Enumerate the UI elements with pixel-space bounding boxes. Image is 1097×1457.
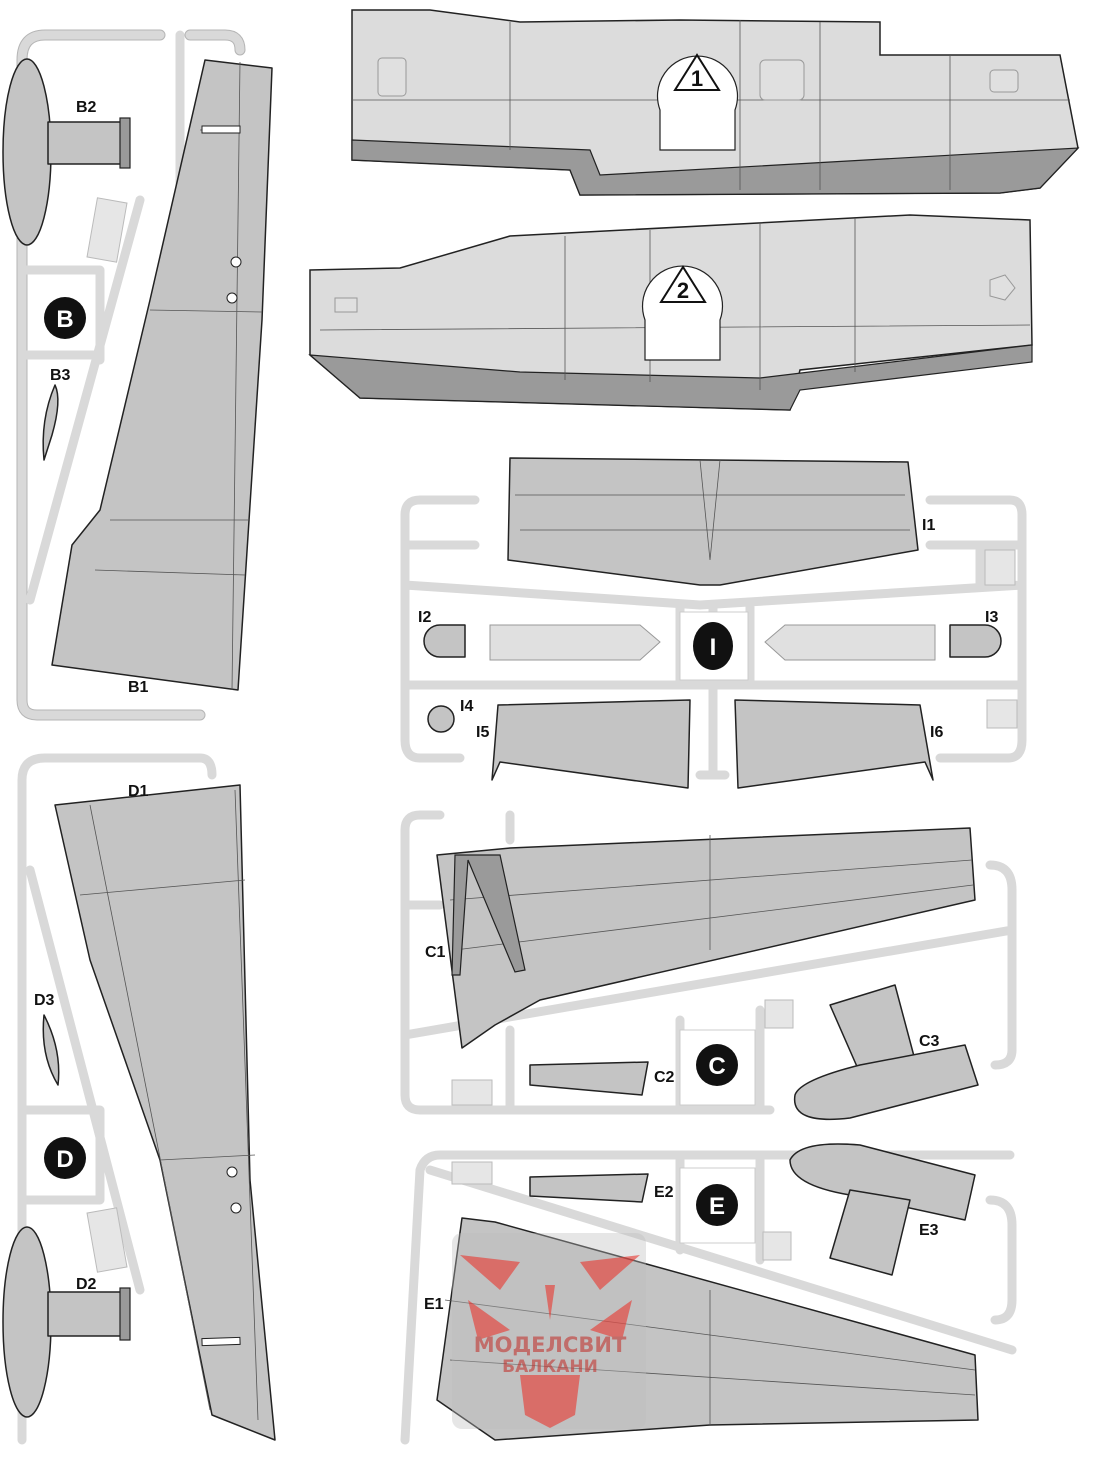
part-i5	[491, 699, 691, 789]
label-e1: E1	[424, 1296, 444, 1313]
watermark-line1: МОДЕЛСВИТ	[474, 1333, 627, 1357]
sprue-i: I I1 I2 I3 I4 I5 I6	[400, 457, 1027, 789]
label-i3: I3	[985, 609, 998, 626]
label-c2: C2	[654, 1069, 675, 1086]
label-i1: I1	[922, 517, 935, 534]
sprue-b: B2 B3 B1 B	[2, 29, 273, 721]
label-b2: B2	[76, 99, 97, 116]
slot	[201, 125, 241, 134]
part-i4	[427, 705, 455, 733]
sprue-badge-i-text: I	[710, 634, 717, 661]
part-d1-wing	[54, 784, 276, 1441]
part-d2-hub	[47, 1291, 125, 1337]
part-e3-mount	[829, 1189, 911, 1276]
sprue-badge-b	[44, 297, 86, 339]
part-i1-tailplane	[507, 457, 919, 586]
sprue-badge-c	[696, 1044, 738, 1086]
part-e2	[529, 1173, 649, 1203]
label-e3: E3	[919, 1222, 939, 1239]
sprue-badge-b-text: B	[56, 306, 73, 333]
label-c1: C1	[425, 944, 446, 961]
label-d1: D1	[128, 783, 149, 800]
part-b1-wing	[51, 59, 273, 691]
label-b3: B3	[50, 367, 71, 384]
sprue-badge-e-text: E	[709, 1193, 725, 1220]
part-i3	[949, 624, 1002, 658]
part-b3	[42, 384, 59, 461]
marker-2: 2	[677, 278, 689, 303]
sprue-badge-e	[696, 1184, 738, 1226]
part-i6	[734, 699, 934, 789]
watermark-line2: БАЛКАНИ	[502, 1357, 598, 1377]
watermark-logo: МОДЕЛСВИТ БАЛКАНИ	[452, 1233, 646, 1429]
part-e3-cowl	[789, 1143, 976, 1221]
label-d2: D2	[76, 1276, 97, 1293]
part-b2-hub	[47, 121, 125, 165]
sprue-badge-i	[693, 622, 733, 670]
sprue-badge-c-text: C	[708, 1053, 725, 1080]
label-d3: D3	[34, 992, 55, 1009]
part-c2	[529, 1061, 649, 1096]
part-c1-wing	[436, 827, 976, 1049]
label-i6: I6	[930, 724, 943, 741]
fuselage-half-2: 2	[308, 214, 1033, 411]
label-e2: E2	[654, 1184, 674, 1201]
sprue-c: C C1 C2 C3	[400, 810, 1017, 1121]
part-d2-spinner	[2, 1226, 52, 1418]
marker-1: 1	[691, 66, 703, 91]
part-c3-cowl	[793, 1044, 979, 1121]
gate-block	[86, 197, 128, 263]
label-i4: I4	[460, 698, 473, 715]
label-i2: I2	[418, 609, 431, 626]
label-i5: I5	[476, 724, 489, 741]
sprue-badge-d-text: D	[56, 1146, 73, 1173]
sprue-d: D1 D3 D2 D	[2, 753, 276, 1445]
sprue-badge-d	[44, 1137, 86, 1179]
fuselage-half-1: 1	[351, 9, 1080, 196]
label-c3: C3	[919, 1033, 940, 1050]
part-i2	[423, 624, 466, 658]
label-b1: B1	[128, 679, 149, 696]
part-b2-spinner	[2, 58, 52, 246]
part-d3	[42, 1014, 60, 1086]
